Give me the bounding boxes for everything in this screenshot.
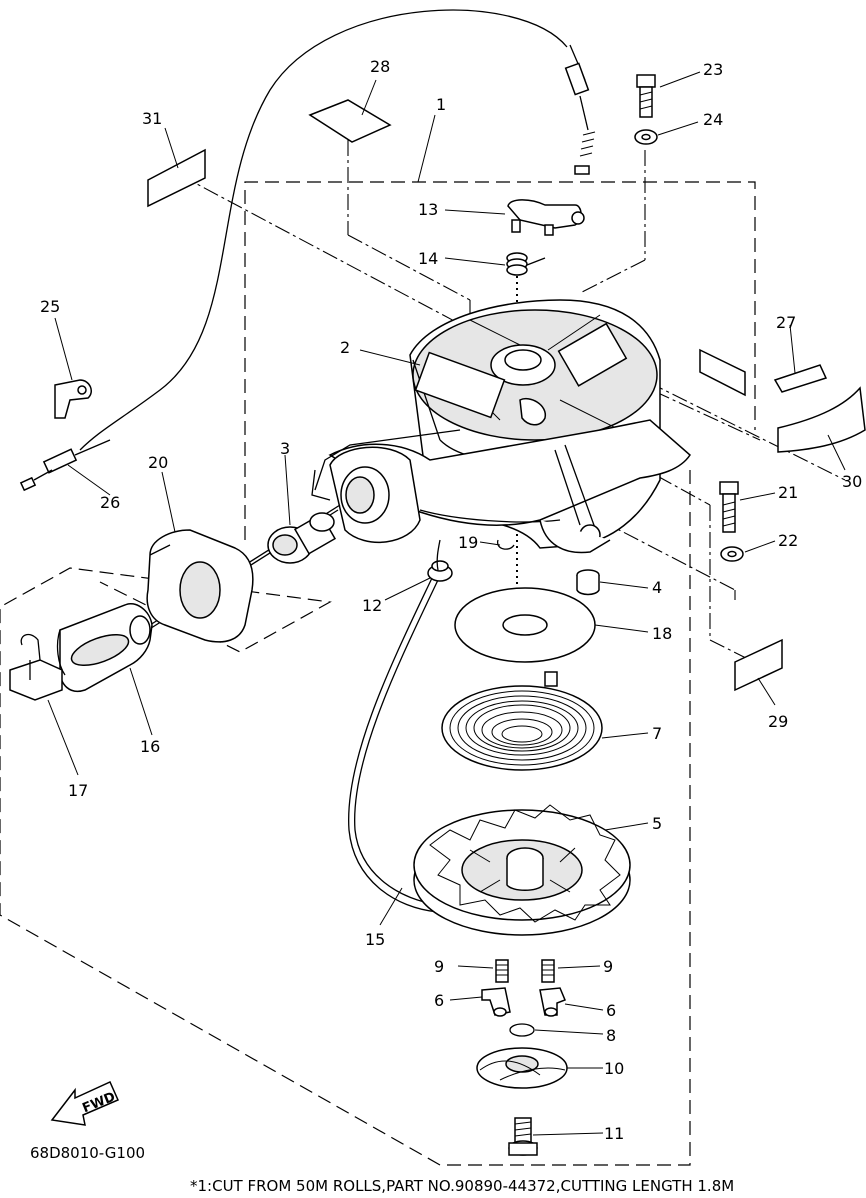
decal-27-plate [699, 348, 746, 397]
starter-rope [348, 539, 453, 913]
cable-end-26 [19, 439, 111, 492]
damper-20 [146, 529, 254, 643]
drawing-code: 68D8010-G100 [30, 1144, 145, 1162]
pawl-6-left [481, 987, 511, 1017]
clip-19 [497, 539, 515, 550]
spring-9-right [541, 959, 555, 983]
callout-18: 18 [652, 624, 672, 643]
callout-16: 16 [140, 737, 160, 756]
decal-parts [147, 99, 866, 692]
callout-14: 14 [418, 249, 438, 268]
callout-15: 15 [365, 930, 385, 949]
decal-28 [308, 99, 392, 143]
bushing-3 [267, 512, 337, 564]
callout-4: 4 [652, 578, 662, 597]
callout-31: 31 [142, 109, 162, 128]
starter-housing [314, 299, 691, 554]
control-cable [79, 9, 596, 451]
rope-guide [311, 446, 421, 543]
leader-lines [47, 71, 846, 1136]
callout-6-left: 6 [434, 991, 444, 1010]
callout-13: 13 [418, 200, 438, 219]
lever-13 [507, 199, 585, 236]
callout-9-right: 9 [603, 957, 613, 976]
decal-29 [734, 638, 783, 692]
pawl-6-right [539, 987, 566, 1017]
bolt-23 [636, 74, 656, 118]
decal-27 [773, 364, 828, 393]
callout-19: 19 [458, 533, 478, 552]
callout-25: 25 [40, 297, 60, 316]
drive-plate-10 [476, 1047, 568, 1089]
callout-8: 8 [606, 1026, 616, 1045]
assembly-boundary-lines [0, 181, 756, 1166]
callout-26: 26 [100, 493, 120, 512]
callout-2: 2 [340, 338, 350, 357]
plate-18 [454, 587, 596, 663]
collar-4 [576, 569, 600, 596]
bracket-25 [54, 379, 92, 419]
callout-6-right: 6 [606, 1001, 616, 1020]
decal-30 [777, 386, 866, 453]
bolt-11 [508, 1117, 538, 1156]
washer-24 [634, 129, 658, 145]
circlip-8 [509, 1023, 535, 1037]
callout-numbers: 1 28 31 23 24 13 14 2 25 3 20 26 27 21 2… [40, 57, 862, 1143]
callout-10: 10 [604, 1059, 624, 1078]
callout-3: 3 [280, 439, 290, 458]
callout-30: 30 [842, 472, 862, 491]
spiral-spring-7 [441, 671, 603, 771]
callout-9-left: 9 [434, 957, 444, 976]
callout-27: 27 [776, 313, 796, 332]
callout-22: 22 [778, 531, 798, 550]
clip-17 [9, 633, 63, 701]
fwd-arrow-icon: FWD [50, 1081, 119, 1126]
callout-5: 5 [652, 814, 662, 833]
callout-21: 21 [778, 483, 798, 502]
spring-9-left [495, 959, 509, 983]
callout-24: 24 [703, 110, 723, 129]
washer-22 [720, 546, 744, 562]
callout-17: 17 [68, 781, 88, 800]
callout-7: 7 [652, 724, 662, 743]
callout-1: 1 [436, 95, 446, 114]
callout-11: 11 [604, 1124, 624, 1143]
callout-29: 29 [768, 712, 788, 731]
callout-28: 28 [370, 57, 390, 76]
handle-16 [56, 603, 153, 692]
bolt-21 [719, 481, 739, 533]
footnote: *1:CUT FROM 50M ROLLS,PART NO.90890-4437… [190, 1177, 734, 1195]
callout-20: 20 [148, 453, 168, 472]
pulley-5 [413, 804, 631, 936]
decal-31 [147, 148, 206, 208]
spring-14 [506, 252, 546, 276]
callout-23: 23 [703, 60, 723, 79]
callout-12: 12 [362, 596, 382, 615]
